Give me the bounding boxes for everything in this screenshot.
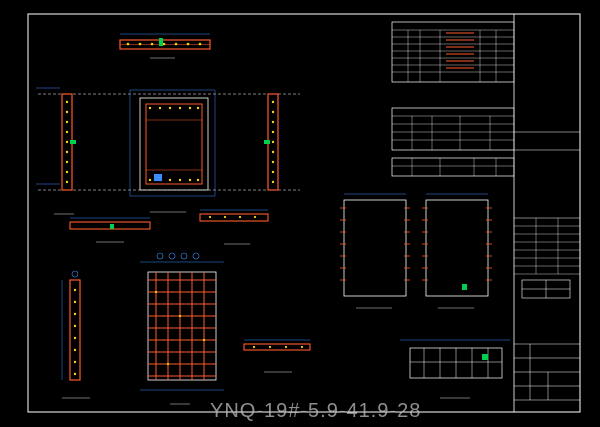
schedule-table-middle	[391, 107, 515, 151]
schedule-table-top	[391, 21, 515, 83]
watermark-text: YNQ-19#-5.9-41.9-28	[210, 400, 422, 422]
column-elevation-bottom	[61, 270, 90, 399]
schedule-table-lower	[391, 157, 515, 177]
key-plan	[400, 339, 510, 399]
beam-plan-top	[119, 33, 211, 59]
wall-panel-left	[340, 193, 410, 309]
sheet-border	[27, 13, 581, 413]
slab-reinforcement-plan	[140, 252, 224, 405]
wall-panel-right	[422, 193, 492, 309]
elevation-main	[36, 87, 300, 197]
beam-section-small	[243, 339, 311, 373]
beam-sections	[54, 209, 269, 245]
title-block	[513, 14, 580, 412]
